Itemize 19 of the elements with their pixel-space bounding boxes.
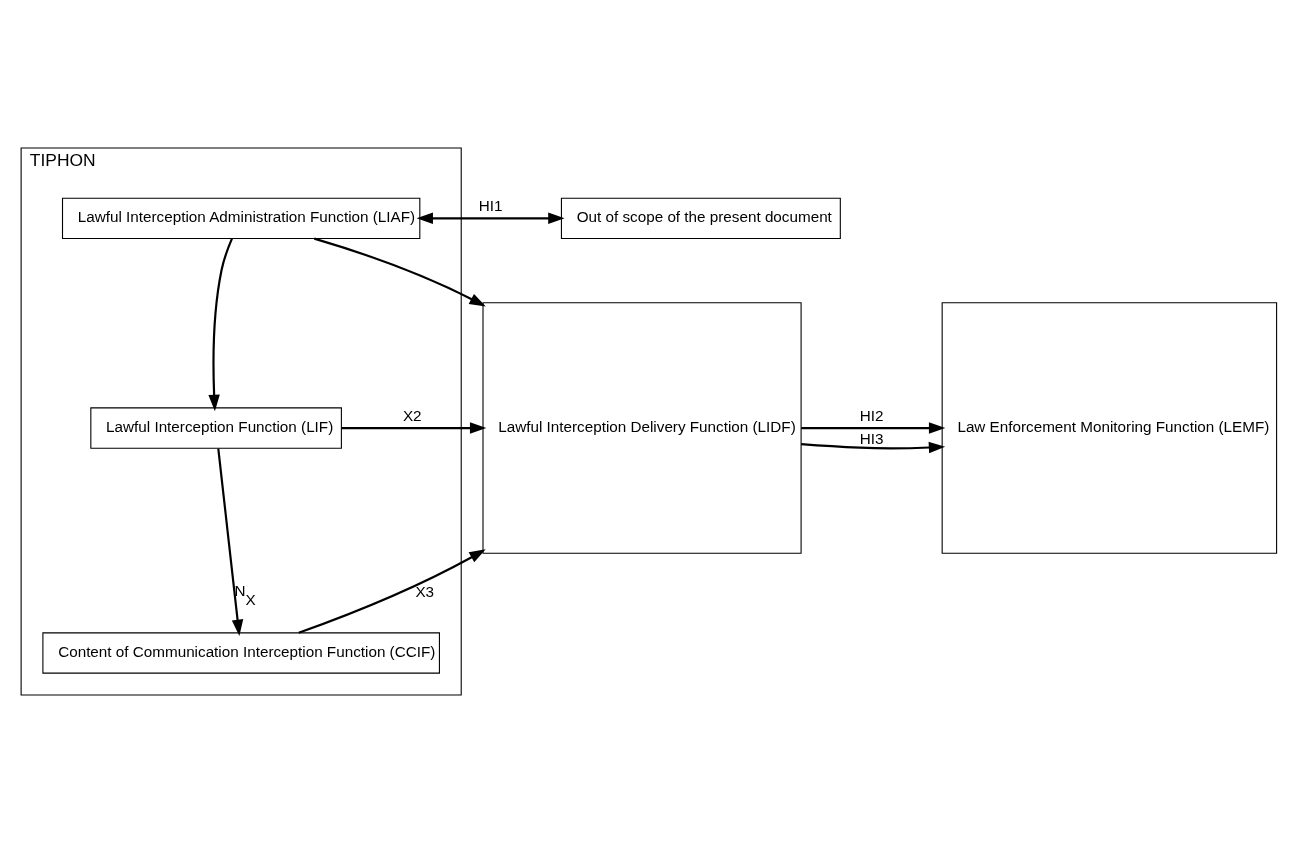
arrow	[801, 421, 946, 434]
edge-label: X2	[402, 406, 422, 424]
arrow	[298, 548, 486, 634]
arrow	[801, 441, 946, 453]
node-box: Lawful Interception Delivery Function (LIDF)	[482, 301, 802, 554]
arrow	[341, 421, 487, 434]
edge-label: HI3	[859, 429, 884, 446]
node-box: Lawful Interception Function (LIF)	[90, 406, 342, 449]
node-box: Law Enforcement Monitoring Function (LEMF)	[941, 301, 1278, 554]
arrow	[208, 237, 233, 411]
node-box: Content of Communication Interception Function (CCIF)	[42, 631, 440, 674]
edge-label: HI2	[859, 406, 884, 424]
node-box: Lawful Interception Administration Function (LIAF)	[61, 197, 421, 239]
edge-label: HI1	[478, 196, 503, 214]
node-box: Out of scope of the present document	[560, 197, 841, 239]
arrow	[416, 212, 565, 224]
arrow	[217, 447, 244, 636]
arrow	[314, 237, 486, 307]
edge-label: X3	[415, 582, 435, 600]
